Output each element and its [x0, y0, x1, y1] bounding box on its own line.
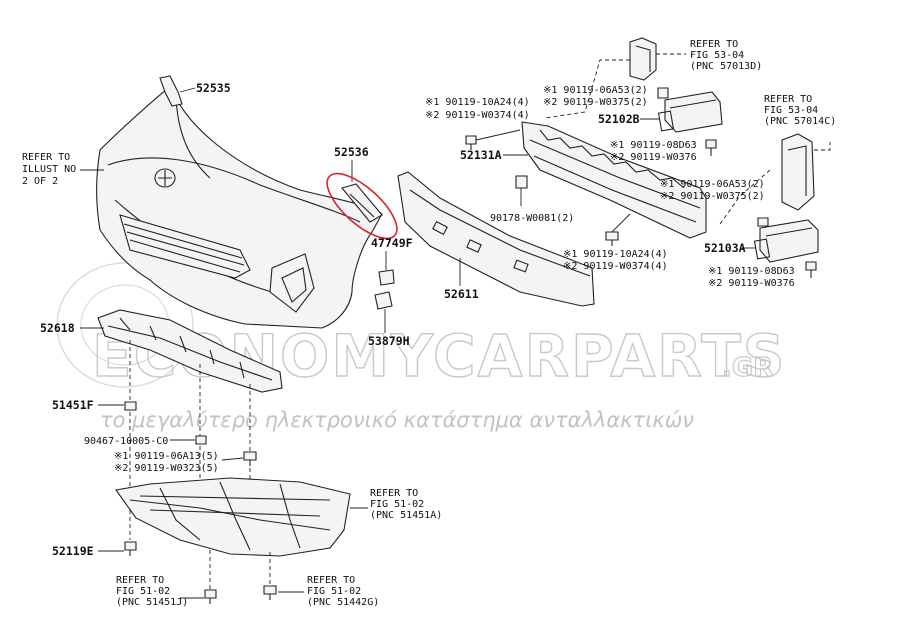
ref-57014c-line1: REFER TO — [764, 94, 812, 105]
part-52536: 52536 — [326, 145, 398, 240]
label-r-08d63: ※1 90119-08D63 — [708, 266, 795, 277]
part-47749f: 47749F — [371, 236, 413, 286]
label-r-w0376: ※2 90119-W0376 — [708, 278, 795, 289]
label-r-06a53: ※1 90119-06A53(2) — [660, 179, 765, 190]
label-lt-10a24: ※1 90119-10A24(4) — [425, 97, 530, 108]
part-52103a: REFER TO FIG 53-04 (PNC 57014C) ※1 90119… — [660, 94, 836, 289]
label-lb-w0374: ※2 90119-W0374(4) — [563, 261, 668, 272]
label-lb-10a24: ※1 90119-10A24(4) — [563, 249, 668, 260]
label-52119e: 52119E — [52, 544, 94, 558]
label-ul-06a53: ※1 90119-06A53(2) — [543, 85, 648, 96]
part-52618: 52618 — [40, 309, 283, 393]
ref-57014c-line3: (PNC 57014C) — [764, 116, 836, 127]
ref-illust: REFER TO ILLUST NO 2 OF 2 — [22, 152, 104, 187]
engine-under-cover: REFER TO FIG 51-02 (PNC 51451A) 52119E R… — [52, 477, 442, 608]
label-ul-w0375: ※2 90119-W0375(2) — [543, 97, 648, 108]
ref-57013d-line2: FIG 53-04 — [690, 50, 744, 61]
part-52102b: REFER TO FIG 53-04 (PNC 57013D) ※1 90119… — [543, 37, 762, 163]
watermark-domain: .GR — [722, 353, 773, 383]
ref-57014c-line2: FIG 53-04 — [764, 105, 818, 116]
label-06a13: ※1 90119-06A13(5) — [114, 451, 219, 462]
ref-57013d-line3: (PNC 57013D) — [690, 61, 762, 72]
ref-illust-line3: 2 OF 2 — [22, 176, 58, 187]
label-lt-w0374: ※2 90119-W0374(4) — [425, 110, 530, 121]
label-ul-w0376: ※2 90119-W0376 — [610, 152, 697, 163]
ref-51451j-line1: REFER TO — [116, 575, 164, 586]
part-53879h: 53879H — [368, 291, 410, 348]
label-90178: 90178-W0081(2) — [490, 213, 574, 224]
ref-illust-line2: ILLUST NO — [22, 164, 76, 175]
ref-51451j-line3: (PNC 51451J) — [116, 597, 188, 608]
label-52611: 52611 — [444, 287, 479, 301]
label-52131a: 52131A — [460, 148, 502, 162]
ref-51451j-line2: FIG 51-02 — [116, 586, 170, 597]
ref-51442g-line3: (PNC 51442G) — [307, 597, 379, 608]
label-52103a: 52103A — [704, 241, 746, 255]
part-52535: 52535 — [159, 75, 231, 107]
watermark-tagline: το μεγαλύτερο ηλεκτρονικό κατάστημα αντα… — [100, 408, 694, 432]
label-52102b: 52102B — [598, 112, 640, 126]
beam-bolts: ※1 90119-10A24(4) ※2 90119-W0374(4) 9017… — [425, 97, 668, 272]
label-90467: 90467-10005-C0 — [84, 436, 168, 447]
ref-51451a-line2: FIG 51-02 — [370, 499, 424, 510]
ref-51442g-line2: FIG 51-02 — [307, 586, 361, 597]
ref-illust-line1: REFER TO — [22, 152, 70, 163]
ref-51442g-line1: REFER TO — [307, 575, 355, 586]
part-52611: 52611 — [397, 171, 595, 307]
label-52535: 52535 — [196, 81, 231, 95]
label-w0323: ※2 90119-W0323(5) — [114, 463, 219, 474]
ref-51451a-line1: REFER TO — [370, 488, 418, 499]
ref-51451a-line3: (PNC 51451A) — [370, 510, 442, 521]
label-52618: 52618 — [40, 321, 75, 335]
label-47749f: 47749F — [371, 236, 413, 250]
label-ul-08d63: ※1 90119-08D63 — [610, 140, 697, 151]
label-r-w0375: ※2 90119-W0375(2) — [660, 191, 765, 202]
bumper-cover — [96, 87, 383, 329]
highlight-ring — [326, 172, 398, 240]
label-51451f: 51451F — [52, 398, 94, 412]
label-53879h: 53879H — [368, 334, 410, 348]
label-52536: 52536 — [334, 145, 369, 159]
part-52131a: 52131A — [460, 121, 707, 239]
ref-57013d-line1: REFER TO — [690, 39, 738, 50]
